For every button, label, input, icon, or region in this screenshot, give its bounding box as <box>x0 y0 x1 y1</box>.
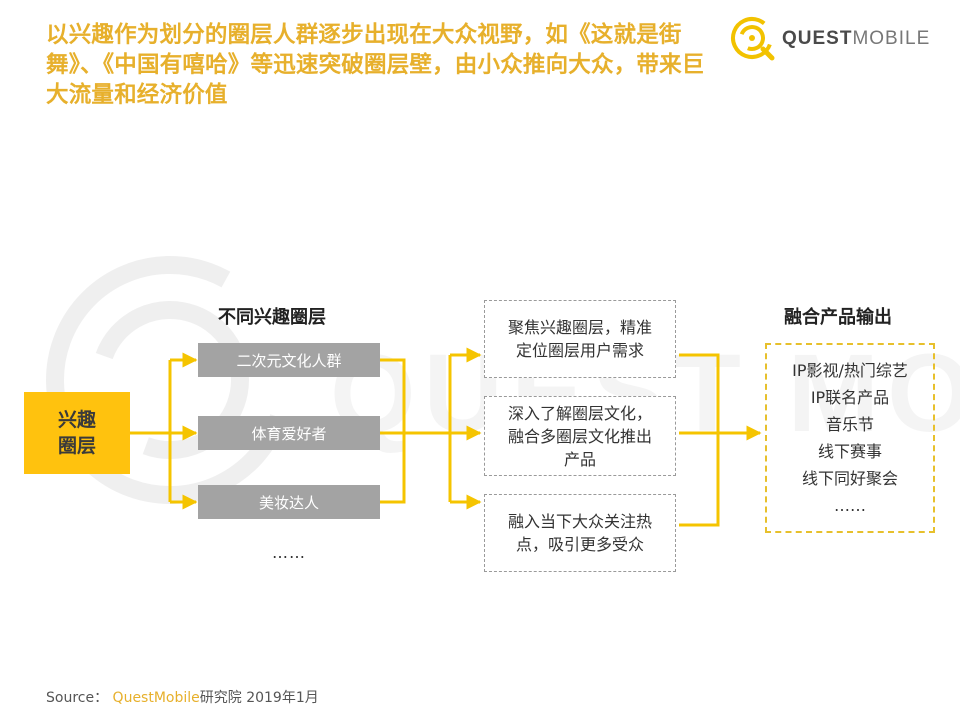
source-footer: Source： QuestMobile研究院 2019年1月 <box>46 687 319 707</box>
questmobile-logo: QUESTMOBILE <box>728 14 930 64</box>
output-item: IP联名产品 <box>810 388 890 407</box>
page-title: 以兴趣作为划分的圈层人群逐步出现在大众视野，如《这就是街舞》、《中国有嘻哈》等迅… <box>46 22 705 108</box>
strategy-box-1: 聚焦兴趣圈层，精准 定位圈层用户需求 <box>484 300 676 378</box>
source-node-line2: 圈层 <box>57 435 96 457</box>
source-node-interest-circle: 兴趣 圈层 <box>24 392 130 474</box>
source-node-line1: 兴趣 <box>57 409 96 431</box>
footer-suffix: 研究院 2019年1月 <box>199 690 319 706</box>
logo-wordmark: QUESTMOBILE <box>782 28 930 50</box>
output-heading: 融合产品输出 <box>784 307 892 328</box>
connector-strategy-3-out <box>679 433 720 527</box>
output-list: IP影视/热门综艺 IP联名产品 音乐节 线下赛事 线下同好聚会 …… <box>767 345 933 519</box>
output-box: IP影视/热门综艺 IP联名产品 音乐节 线下赛事 线下同好聚会 …… <box>765 343 935 533</box>
footer-label: Source： <box>46 690 109 706</box>
strategy-2-line2: 融合多圈层文化推出 <box>507 426 652 446</box>
strategy-box-3: 融入当下大众关注热 点，吸引更多受众 <box>484 494 676 572</box>
strategy-1-line2: 定位圈层用户需求 <box>515 341 644 360</box>
connector-circle-3-out <box>380 433 406 504</box>
connector-strategy-1-out <box>679 353 720 433</box>
circles-more: …… <box>272 543 306 562</box>
output-item: 线下同好聚会 <box>801 469 898 488</box>
connector-circle-1-out <box>380 358 406 433</box>
output-item: 线下赛事 <box>817 442 882 461</box>
logo-mobile-text: MOBILE <box>852 28 931 49</box>
output-item: IP影视/热门综艺 <box>792 361 908 380</box>
circle-box-2: 体育爱好者 <box>198 416 380 450</box>
strategy-3-line2: 点，吸引更多受众 <box>515 535 644 554</box>
footer-brand: QuestMobile <box>112 690 200 706</box>
circle-box-1: 二次元文化人群 <box>198 343 380 377</box>
circle-box-3: 美妆达人 <box>198 485 380 519</box>
strategy-3-line1: 融入当下大众关注热 <box>507 512 652 531</box>
strategy-2-line1: 深入了解圈层文化， <box>507 403 652 423</box>
logo-quest-text: QUEST <box>782 28 853 49</box>
strategy-2-line3: 产品 <box>563 449 596 469</box>
strategy-1-line1: 聚焦兴趣圈层，精准 <box>507 318 652 337</box>
questmobile-logo-icon <box>731 17 775 61</box>
output-item-more: …… <box>834 496 866 515</box>
strategy-box-2: 深入了解圈层文化， 融合多圈层文化推出 产品 <box>484 396 676 476</box>
circles-heading: 不同兴趣圈层 <box>218 307 326 328</box>
output-item: 音乐节 <box>825 415 874 434</box>
